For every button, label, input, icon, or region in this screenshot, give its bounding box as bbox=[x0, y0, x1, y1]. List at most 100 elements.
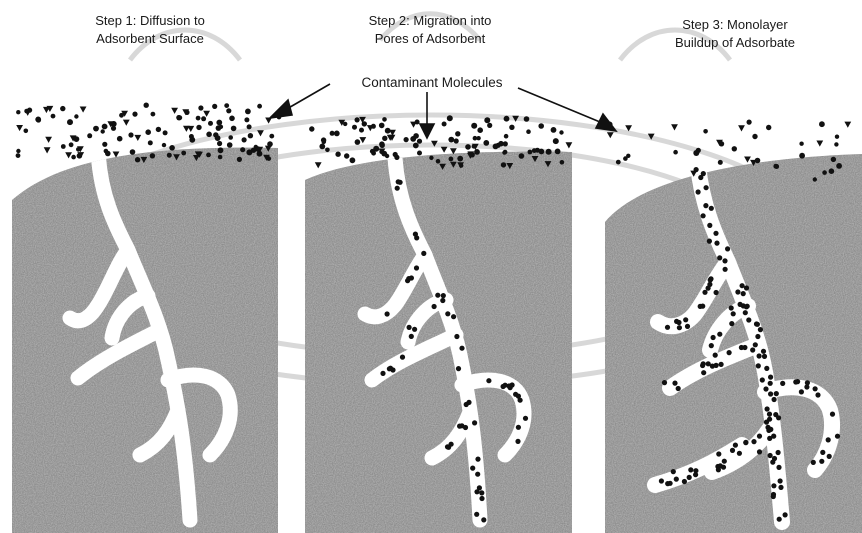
adsorbed-molecule bbox=[738, 302, 743, 307]
contaminant-molecule bbox=[16, 110, 20, 114]
contaminant-molecule bbox=[454, 138, 459, 143]
adsorbed-molecule bbox=[668, 481, 673, 486]
adsorbed-molecule bbox=[762, 354, 767, 359]
contaminant-molecule bbox=[309, 126, 314, 131]
contaminant-molecule bbox=[237, 157, 242, 162]
callout-arrows bbox=[270, 84, 616, 138]
contaminant-molecule bbox=[330, 131, 335, 136]
contaminant-molecule bbox=[196, 125, 201, 130]
contaminant-molecule bbox=[553, 138, 559, 144]
step-1-subtitle: Adsorbent Surface bbox=[60, 30, 240, 48]
adsorbed-molecule bbox=[706, 286, 711, 291]
contaminant-molecule bbox=[546, 149, 552, 155]
adsorbed-molecule bbox=[704, 185, 709, 190]
contaminant-molecule bbox=[60, 106, 65, 111]
contaminant-molecule bbox=[417, 151, 422, 156]
adsorbed-molecule bbox=[687, 475, 692, 480]
adsorbed-molecule bbox=[459, 423, 464, 428]
adsorbed-molecule bbox=[714, 241, 719, 246]
adsorbed-molecule bbox=[835, 434, 840, 439]
adsorbed-molecule bbox=[793, 379, 798, 384]
adsorbed-molecule bbox=[683, 317, 688, 322]
contaminant-molecule-triangle bbox=[744, 157, 751, 163]
contaminant-molecule bbox=[74, 136, 80, 142]
step-2-title: Step 2: Migration into bbox=[330, 12, 530, 30]
step-3-title: Step 3: Monolayer bbox=[640, 16, 830, 34]
adsorbed-molecule bbox=[783, 512, 788, 517]
adsorbed-molecule bbox=[731, 311, 736, 316]
contaminant-molecule bbox=[703, 129, 708, 134]
adsorbed-molecule bbox=[685, 324, 690, 329]
adsorbed-molecule bbox=[701, 213, 706, 218]
adsorbed-molecule bbox=[388, 366, 393, 371]
contaminant-molecule bbox=[379, 123, 385, 129]
contaminant-molecule bbox=[417, 139, 422, 144]
contaminant-molecule bbox=[151, 112, 156, 117]
contaminant-molecule-triangle bbox=[45, 137, 52, 143]
adsorbed-molecule bbox=[464, 402, 469, 407]
contaminant-molecule bbox=[150, 153, 155, 158]
adsorbed-molecule bbox=[820, 450, 825, 455]
adsorbed-molecule bbox=[753, 342, 758, 347]
contaminant-molecule bbox=[799, 153, 805, 159]
contaminant-molecule bbox=[559, 130, 563, 134]
adsorbed-molecule bbox=[771, 483, 776, 488]
contaminant-molecule bbox=[217, 141, 222, 146]
contaminant-molecule bbox=[465, 144, 471, 150]
contaminant-molecule bbox=[69, 142, 74, 147]
contaminant-molecule bbox=[359, 128, 364, 133]
adsorbed-molecule bbox=[805, 380, 810, 385]
adsorbed-molecule bbox=[708, 277, 713, 282]
contaminant-molecule bbox=[355, 117, 360, 122]
adsorbed-molecule bbox=[703, 203, 708, 208]
contaminant-molecule bbox=[196, 116, 201, 121]
contaminant-molecule bbox=[555, 149, 561, 155]
contaminant-molecule bbox=[117, 136, 123, 142]
contaminant-molecule bbox=[206, 132, 212, 138]
contaminant-molecule-triangle bbox=[566, 142, 573, 148]
adsorbed-molecule bbox=[761, 349, 766, 354]
adsorbed-molecule bbox=[432, 304, 437, 309]
contaminant-molecule bbox=[132, 112, 137, 117]
adsorbed-molecule bbox=[409, 334, 414, 339]
contaminant-molecule bbox=[835, 135, 839, 139]
contaminant-molecule-triangle bbox=[257, 130, 264, 136]
contaminant-molecule bbox=[244, 117, 249, 122]
contaminant-molecule-triangle bbox=[738, 125, 745, 131]
adsorbed-molecule bbox=[767, 436, 772, 441]
adsorbed-molecule bbox=[413, 232, 418, 237]
contaminant-molecule bbox=[216, 120, 222, 126]
contaminant-molecule bbox=[484, 117, 490, 123]
contaminant-molecule-triangle bbox=[171, 108, 178, 114]
adsorbed-molecule bbox=[778, 478, 783, 483]
adsorbed-molecule bbox=[700, 304, 705, 309]
step-1-caption: Step 1: Diffusion to Adsorbent Surface bbox=[60, 12, 240, 48]
adsorbent-block-2 bbox=[295, 140, 585, 533]
contaminant-molecule bbox=[719, 141, 724, 146]
contaminant-molecule bbox=[493, 144, 499, 150]
contaminant-molecule bbox=[101, 129, 105, 133]
adsorbed-molecule bbox=[776, 450, 781, 455]
contaminant-molecule bbox=[519, 153, 525, 159]
adsorbed-molecule bbox=[714, 290, 719, 295]
contaminant-molecule bbox=[524, 116, 530, 122]
contaminant-molecule bbox=[74, 114, 78, 118]
contaminant-molecule-triangle bbox=[315, 162, 322, 168]
adsorbed-molecule bbox=[400, 355, 405, 360]
contaminant-molecule bbox=[245, 109, 251, 115]
adsorbed-molecule bbox=[393, 152, 398, 157]
adsorbed-molecule bbox=[767, 412, 772, 417]
adsorbed-molecule bbox=[380, 371, 385, 376]
contaminant-molecule bbox=[27, 108, 32, 113]
contaminant-molecule bbox=[410, 136, 416, 142]
arrowhead-panel-3 bbox=[596, 114, 616, 131]
contaminant-molecule bbox=[413, 143, 419, 149]
contaminant-molecule bbox=[162, 143, 166, 147]
contaminant-molecule bbox=[747, 120, 752, 125]
adsorbed-molecule bbox=[441, 293, 446, 298]
contaminant-molecule bbox=[71, 155, 76, 160]
adsorbed-molecule bbox=[740, 283, 745, 288]
adsorbed-molecule bbox=[780, 381, 785, 386]
adsorbed-molecule bbox=[713, 353, 718, 358]
contaminant-molecule bbox=[774, 164, 779, 169]
